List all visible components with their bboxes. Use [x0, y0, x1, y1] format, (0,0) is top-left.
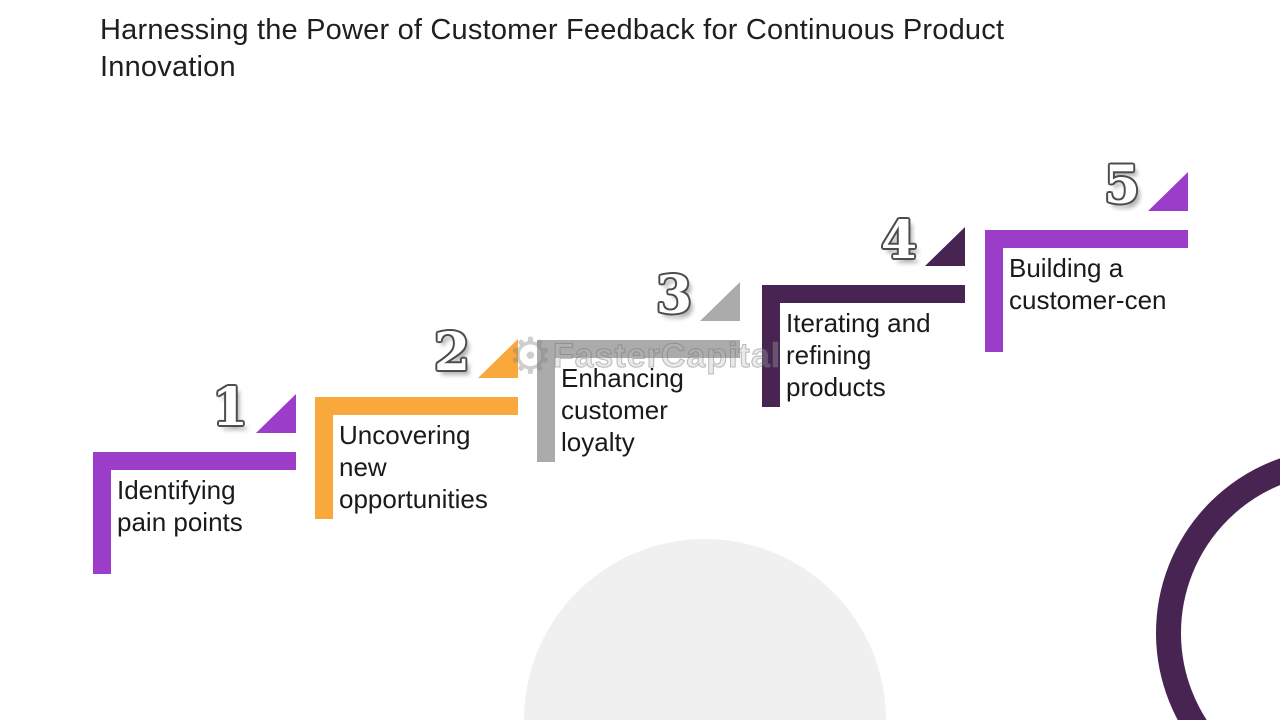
step-bracket-shape — [762, 285, 965, 407]
step-number: 5 — [1103, 155, 1140, 216]
step-1-identifying-pain-points: 1 Identifying pain points — [93, 380, 296, 580]
step-number: 4 — [880, 210, 917, 271]
step-number: 1 — [211, 377, 248, 438]
step-label: Building a customer-cen — [1009, 253, 1167, 315]
step-label: Identifying pain points — [117, 475, 243, 537]
step-label: Iterating and refining products — [786, 308, 931, 402]
step-5-building-customer-centric: 5 Building a customer-cen — [985, 158, 1188, 358]
page-title: Harnessing the Power of Customer Feedbac… — [100, 14, 1005, 83]
step-4-iterating-and-refining-products: 4 Iterating and refining products — [762, 213, 965, 413]
step-number: 2 — [433, 322, 470, 383]
step-bracket-shape — [93, 452, 296, 574]
step-label: Enhancing customer loyalty — [561, 363, 684, 457]
step-bracket-shape — [537, 340, 740, 462]
step-triangle-icon — [925, 227, 965, 266]
step-triangle-icon — [700, 282, 740, 321]
semicircle-shape — [524, 539, 886, 720]
step-2-uncovering-new-opportunities: 2 Uncovering new opportunities — [315, 325, 518, 525]
ring-shape — [1156, 448, 1280, 720]
step-bracket-shape — [985, 230, 1188, 352]
step-bracket-shape — [315, 397, 518, 519]
step-triangle-icon — [256, 394, 296, 433]
step-3-enhancing-customer-loyalty: 3 Enhancing customer loyalty — [537, 268, 740, 468]
step-label: Uncovering new opportunities — [339, 420, 488, 514]
step-number: 3 — [655, 265, 692, 326]
step-triangle-icon — [478, 339, 518, 378]
step-triangle-icon — [1148, 172, 1188, 211]
